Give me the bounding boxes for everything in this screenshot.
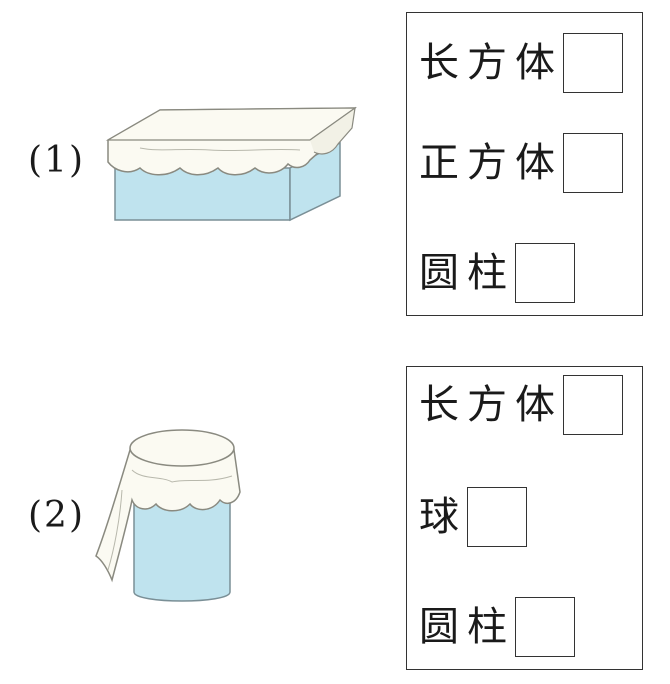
covered-box-figure — [100, 98, 360, 228]
option-cuboid-2: 长方体 — [419, 375, 623, 435]
option-cylinder-2: 圆柱 — [419, 597, 575, 657]
answer-box-cylinder-2[interactable] — [515, 597, 575, 657]
option-label: 圆柱 — [419, 604, 515, 650]
cylinder-with-cloth-illustration — [95, 429, 241, 602]
option-label: 长方体 — [419, 40, 563, 86]
covered-cylinder-figure — [92, 420, 252, 610]
option-sphere-2: 球 — [419, 487, 527, 547]
option-cuboid-1: 长方体 — [419, 33, 623, 93]
option-label: 圆柱 — [419, 250, 515, 296]
answer-box-cuboid-2[interactable] — [563, 375, 623, 435]
option-cylinder-1: 圆柱 — [419, 243, 575, 303]
answer-box-sphere-2[interactable] — [467, 487, 527, 547]
option-label: 长方体 — [419, 382, 563, 428]
options-panel-1: 长方体 正方体 圆柱 — [406, 12, 643, 316]
question-2-label: (2) — [28, 495, 85, 536]
option-cube-1: 正方体 — [419, 133, 623, 193]
option-label: 球 — [419, 494, 467, 540]
option-label: 正方体 — [419, 140, 563, 186]
answer-box-cylinder-1[interactable] — [515, 243, 575, 303]
answer-box-cube-1[interactable] — [563, 133, 623, 193]
options-panel-2: 长方体 球 圆柱 — [406, 366, 643, 670]
box-with-cloth-illustration — [105, 106, 357, 222]
question-1-label: (1) — [28, 140, 85, 181]
answer-box-cuboid-1[interactable] — [563, 33, 623, 93]
